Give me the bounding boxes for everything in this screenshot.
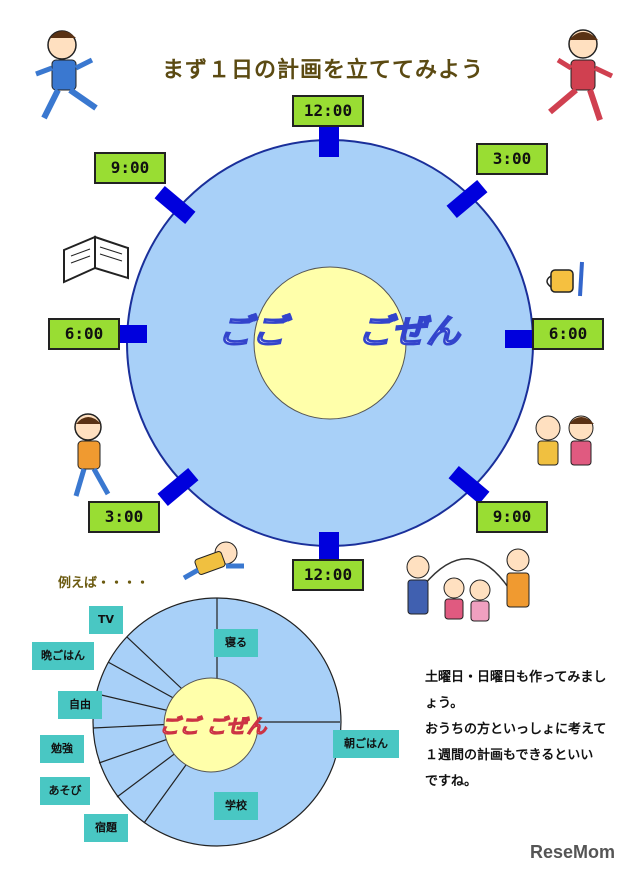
main-inner-circle xyxy=(253,266,407,420)
example-inner-circle xyxy=(163,677,259,773)
time-box-top-left: 9:00 xyxy=(94,152,166,184)
time-box-bottom: 12:00 xyxy=(292,559,364,591)
main-center-label-left: ごご xyxy=(218,312,292,352)
activity-homework: 宿題 xyxy=(84,814,128,842)
main-center-label-right: ごぜん xyxy=(358,312,461,352)
activity-school: 学校 xyxy=(214,792,258,820)
note-text: 土曜日・日曜日も作ってみまし ょう。 おうちの方といっしょに考えて １週間の計画… xyxy=(425,665,630,795)
activity-tv: TV xyxy=(89,606,123,634)
time-box-left: 6:00 xyxy=(48,318,120,350)
time-box-top-right: 3:00 xyxy=(476,143,548,175)
child-falling-icon xyxy=(182,541,244,581)
time-box-right: 6:00 xyxy=(532,318,604,350)
note-line-5: ですね。 xyxy=(425,774,478,789)
note-line-1: 土曜日・日曜日も作ってみまし xyxy=(425,670,607,685)
time-box-bottom-right: 9:00 xyxy=(476,501,548,533)
marker-top-left xyxy=(154,186,196,224)
child-running-topright-icon xyxy=(548,29,614,121)
activity-sleep: 寝る xyxy=(214,629,258,657)
marker-bottom-right xyxy=(448,466,490,504)
cup-toothbrush-icon xyxy=(546,261,584,297)
resemom-logo: ReseMom xyxy=(530,842,616,862)
activity-breakfast: 朝ごはん xyxy=(333,730,399,758)
marker-top xyxy=(319,125,339,157)
example-center-label: ごご ごぜん xyxy=(160,714,268,738)
time-box-bottom-left: 3:00 xyxy=(88,501,160,533)
note-line-3: おうちの方といっしょに考えて xyxy=(425,722,607,737)
activity-dinner: 晩ごはん xyxy=(32,642,94,670)
note-line-2: ょう。 xyxy=(425,696,464,711)
activity-study: 勉強 xyxy=(40,735,84,763)
marker-bottom-left xyxy=(157,468,199,506)
activity-play: あそび xyxy=(40,777,90,805)
children-waving-icon xyxy=(535,415,594,466)
marker-top-right xyxy=(446,180,488,218)
child-walking-left-icon xyxy=(73,413,111,497)
note-line-4: １週間の計画もできるといい xyxy=(425,748,594,763)
marker-bottom xyxy=(319,532,339,564)
family-jump-rope-icon xyxy=(406,548,530,622)
page-title: まず１日の計画を立ててみよう xyxy=(161,58,484,83)
child-running-topleft-icon xyxy=(35,30,98,120)
example-heading: 例えば・・・・ xyxy=(58,576,150,591)
activity-free: 自由 xyxy=(58,691,102,719)
time-box-top: 12:00 xyxy=(292,95,364,127)
book-icon xyxy=(63,235,129,284)
